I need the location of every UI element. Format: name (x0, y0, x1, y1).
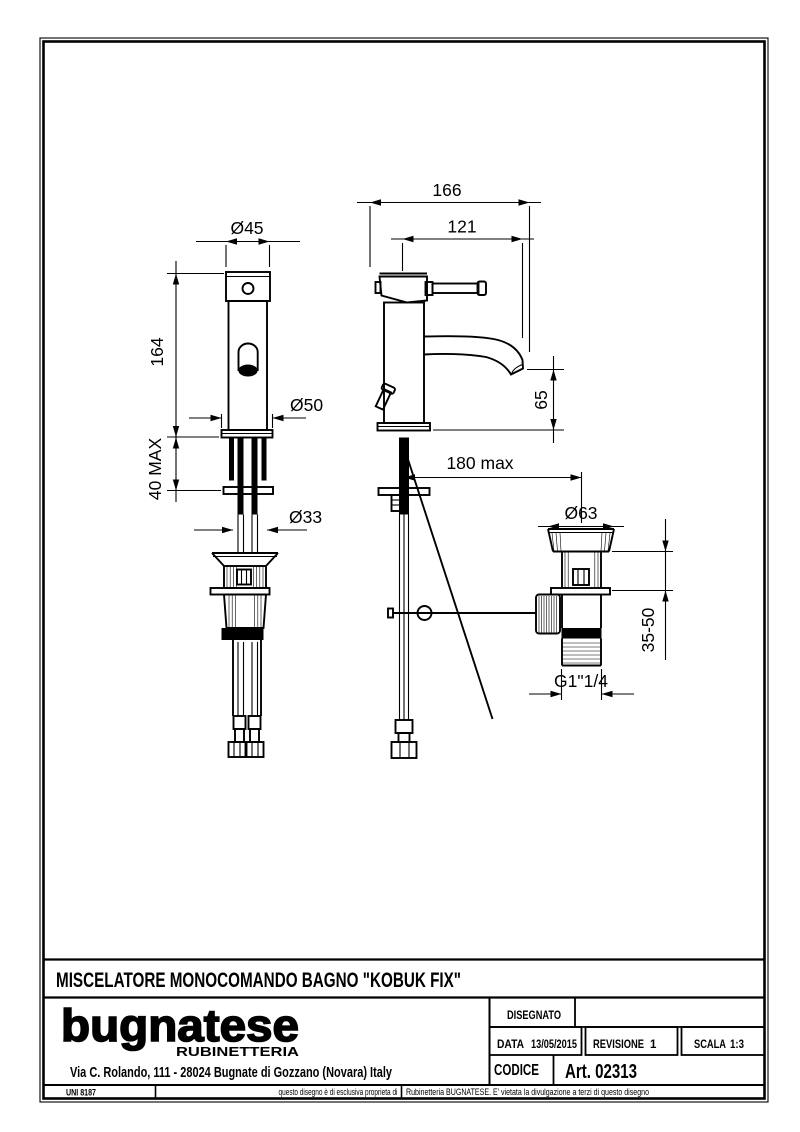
lever-handle (431, 282, 480, 294)
company-address: Via C. Rolando, 111 - 28024 Bugnate di G… (70, 1065, 392, 1081)
side-view (374, 272, 615, 759)
dim-cap-diameter: Ø45 (230, 218, 263, 238)
sheet-frame (39, 37, 769, 1103)
data-label: DATA (497, 1039, 524, 1051)
notice-right: Rubinetteria BUGNATESE. E' vietata la di… (406, 1087, 649, 1097)
brand-sub: RUBINETTERIA (176, 1045, 299, 1059)
dim-waste-thread: G1"1/4 (554, 671, 608, 691)
data-value: 13/05/2015 (531, 1039, 577, 1051)
dim-spout-reach: 121 (447, 217, 476, 237)
dim-deck-max: 40 MAX (145, 438, 165, 501)
spout-outlet (237, 342, 259, 371)
front-view (209, 271, 279, 758)
notice-left: questo disegno è di esclusiva proprieta … (279, 1087, 398, 1097)
supply-hose-ends-front (227, 715, 265, 758)
dim-waste-flange-diameter: Ø63 (564, 503, 597, 523)
popup-waste-side (535, 528, 615, 667)
dim-body-height: 164 (147, 337, 167, 366)
revisione-value: 1 (650, 1039, 657, 1051)
dim-base-diameter: Ø50 (290, 395, 323, 415)
scala-label: SCALA (694, 1039, 726, 1051)
dimensions: Ø45 164 40 MAX Ø50 Ø33 166 (145, 180, 673, 700)
drawing-title: MISCELATORE MONOCOMANDO BAGNO "KOBUK FIX… (56, 969, 461, 992)
popup-waste-front (209, 552, 279, 716)
logo-block: bugnatese RUBINETTERIA Via C. Rolando, 1… (60, 999, 392, 1081)
codice-label: CODICE (494, 1062, 539, 1079)
dim-spout-height: 65 (531, 390, 551, 409)
dim-overall-depth: 166 (432, 180, 461, 200)
rod-clamp-nut (535, 593, 561, 635)
scala-value: 1:3 (730, 1039, 744, 1051)
popup-rod-knob (374, 382, 396, 411)
dim-hole-diameter: Ø33 (289, 507, 322, 527)
footer-strip: UNI 8187 questo disegno è di esclusiva p… (66, 1085, 649, 1099)
handle-front-detail (374, 281, 382, 294)
dim-deck-range: 35-50 (638, 607, 658, 652)
standard-ref: UNI 8187 (66, 1088, 96, 1099)
revisione-label: REVISIONE (593, 1039, 644, 1051)
popup-rod-diagonal (401, 440, 494, 720)
brand-logo: bugnatese (61, 1000, 299, 1051)
mounting-washer (222, 486, 274, 495)
title-block: DISEGNATO DATA 13/05/2015 REVISIONE 1 SC… (488, 997, 766, 1085)
codice-value: Art. 02313 (565, 1061, 637, 1083)
pivot-ball (416, 605, 433, 621)
cap-hole (241, 282, 255, 295)
spout (423, 335, 524, 376)
disegnato-label: DISEGNATO (507, 1010, 561, 1022)
dim-rod-reach: 180 max (446, 453, 513, 473)
